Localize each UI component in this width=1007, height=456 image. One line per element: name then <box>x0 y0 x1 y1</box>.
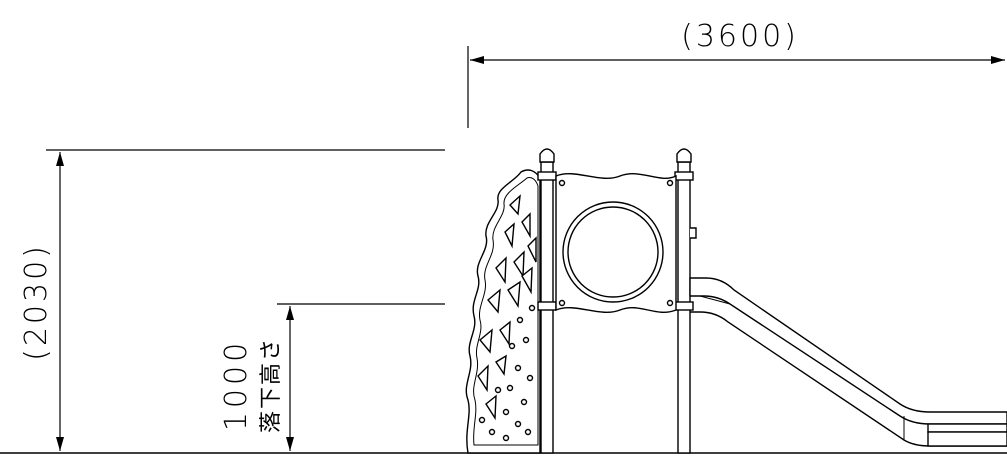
window-panel <box>555 172 697 314</box>
width-dimension: (3600) <box>467 19 1005 128</box>
fall-height-value: 1000 <box>219 339 254 431</box>
fall-height-dimension: 1000 落下高さ <box>219 303 445 451</box>
fall-height-label: 落下高さ <box>259 337 284 433</box>
height-dimension: (2030) <box>19 149 445 451</box>
width-label: (3600) <box>681 19 799 54</box>
slide <box>689 277 1007 447</box>
posts <box>537 148 694 454</box>
round-window-inner <box>567 206 659 298</box>
right-post-cap <box>676 148 692 163</box>
left-post-cap <box>539 148 555 163</box>
height-label: (2030) <box>19 243 54 361</box>
climbing-wall <box>465 169 541 454</box>
